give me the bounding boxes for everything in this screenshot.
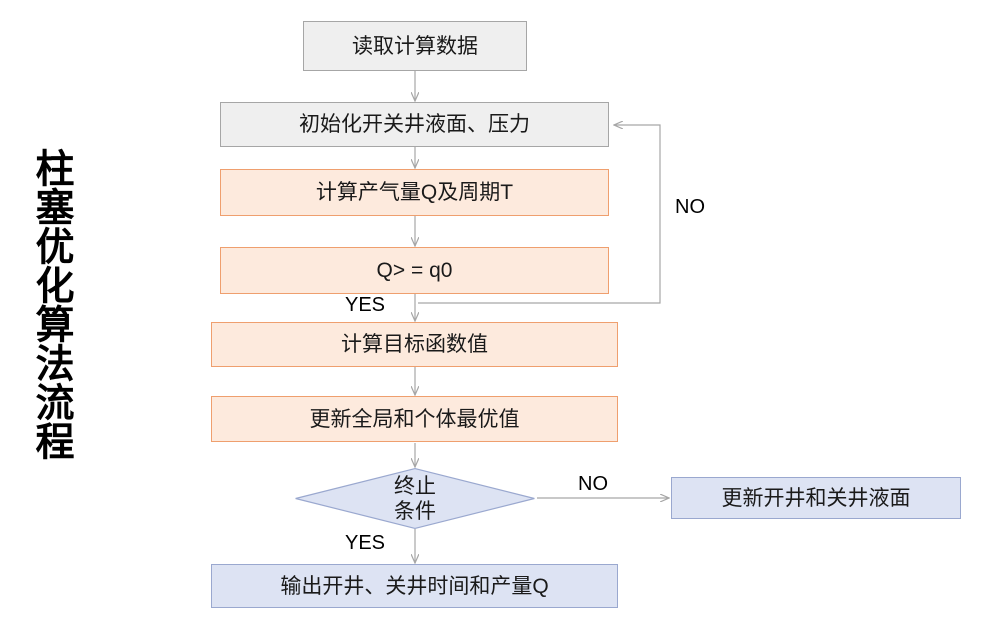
node-stop-condition-label: 终止 条件 [394, 474, 436, 523]
node-check-q[interactable]: Q> = q0 [220, 247, 609, 294]
node-calc-gas-cycle[interactable]: 计算产气量Q及周期T [220, 169, 609, 216]
edge-label-check-yes: YES [345, 294, 386, 316]
chart-vertical-title: 柱塞优化算法流程 [30, 148, 73, 460]
edge-label-stop-yes: YES [345, 532, 386, 554]
stop-condition-shape [295, 468, 535, 529]
node-read-data[interactable]: 读取计算数据 [303, 21, 527, 71]
node-update-best[interactable]: 更新全局和个体最优值 [211, 396, 618, 442]
node-initialize[interactable]: 初始化开关井液面、压力 [220, 102, 609, 147]
edge-label-check-no: NO [675, 196, 705, 218]
edge-label-stop-no: NO [578, 473, 608, 495]
node-output-results[interactable]: 输出开井、关井时间和产量Q [211, 564, 618, 608]
node-update-levels[interactable]: 更新开井和关井液面 [671, 477, 961, 519]
node-update-best-label: 更新全局和个体最优值 [309, 407, 520, 431]
node-stop-condition[interactable]: 终止 条件 [295, 468, 535, 529]
node-calc-objective[interactable]: 计算目标函数值 [211, 322, 618, 367]
